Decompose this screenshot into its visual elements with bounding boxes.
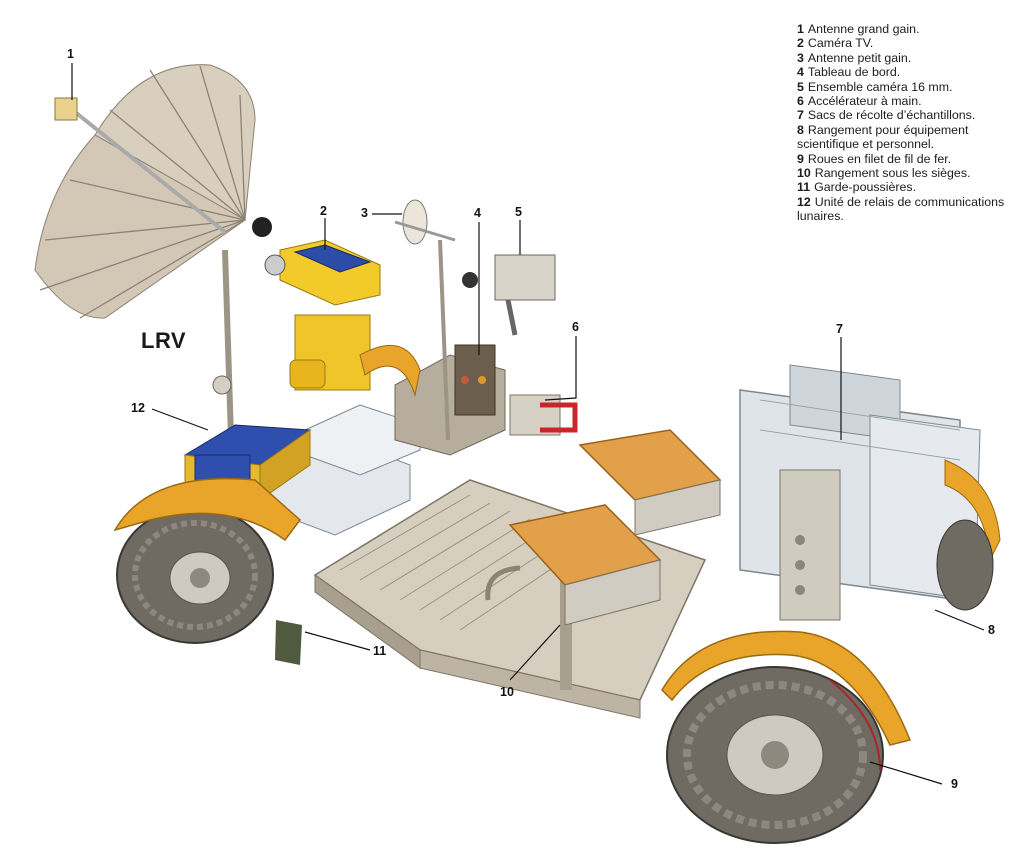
camera-16mm — [462, 254, 556, 336]
legend-number: 8 — [797, 122, 804, 137]
rear-right-wheel — [661, 630, 912, 844]
legend-text: Roues en filet de fil de fer. — [807, 151, 952, 166]
seats — [485, 429, 722, 626]
callout-6: 6 — [572, 320, 579, 334]
legend-number: 2 — [797, 36, 804, 51]
legend-number: 3 — [797, 50, 804, 65]
legend-text: Rangement pour équipement scientifique e… — [797, 122, 969, 152]
legend-text: Sacs de récolte d’échantillons. — [807, 108, 976, 123]
diagram-title: LRV — [141, 328, 187, 353]
legend-number: 10 — [797, 166, 811, 181]
legend-text: Unité de relais de communications lunair… — [797, 194, 1005, 224]
legend-number: 12 — [797, 194, 811, 209]
legend-number: 9 — [797, 151, 804, 166]
rear-left-wheel — [936, 459, 1001, 611]
legend-text: Ensemble caméra 16 mm. — [807, 79, 953, 94]
callout-11: 11 — [373, 644, 387, 658]
legend-text: Garde-poussières. — [814, 180, 917, 195]
legend-number: 7 — [797, 108, 804, 123]
callout-9: 9 — [951, 777, 958, 791]
tv-camera — [264, 239, 381, 391]
callout-5: 5 — [515, 205, 522, 219]
legend-number: 6 — [797, 94, 804, 109]
leader-lines — [71, 63, 985, 785]
legend-number: 11 — [797, 180, 811, 195]
front-right-wheel — [359, 344, 421, 397]
legend-text: Antenne grand gain. — [807, 22, 920, 36]
legend-number: 5 — [797, 79, 804, 94]
legend-text: Rangement sous les sièges. — [814, 166, 971, 181]
legend-number: 1 — [797, 22, 804, 36]
legend-number: 4 — [797, 65, 804, 80]
callout-4: 4 — [474, 206, 481, 220]
legend-text: Caméra TV. — [807, 36, 874, 51]
callout-3: 3 — [361, 206, 368, 220]
callout-7: 7 — [836, 322, 843, 336]
callout-12: 12 — [131, 401, 145, 415]
high-gain-antenna — [34, 64, 272, 319]
callout-10: 10 — [500, 685, 514, 699]
callout-2: 2 — [320, 204, 327, 218]
callout-1: 1 — [67, 47, 74, 61]
low-gain-antenna — [394, 199, 456, 441]
control-console — [394, 344, 578, 456]
legend-text: Tableau de bord. — [807, 65, 901, 80]
front-left-wheel — [113, 477, 302, 665]
legend-text: Accélérateur à main. — [807, 94, 922, 109]
callout-8: 8 — [988, 623, 995, 637]
legend-text: Antenne petit gain. — [807, 50, 912, 65]
